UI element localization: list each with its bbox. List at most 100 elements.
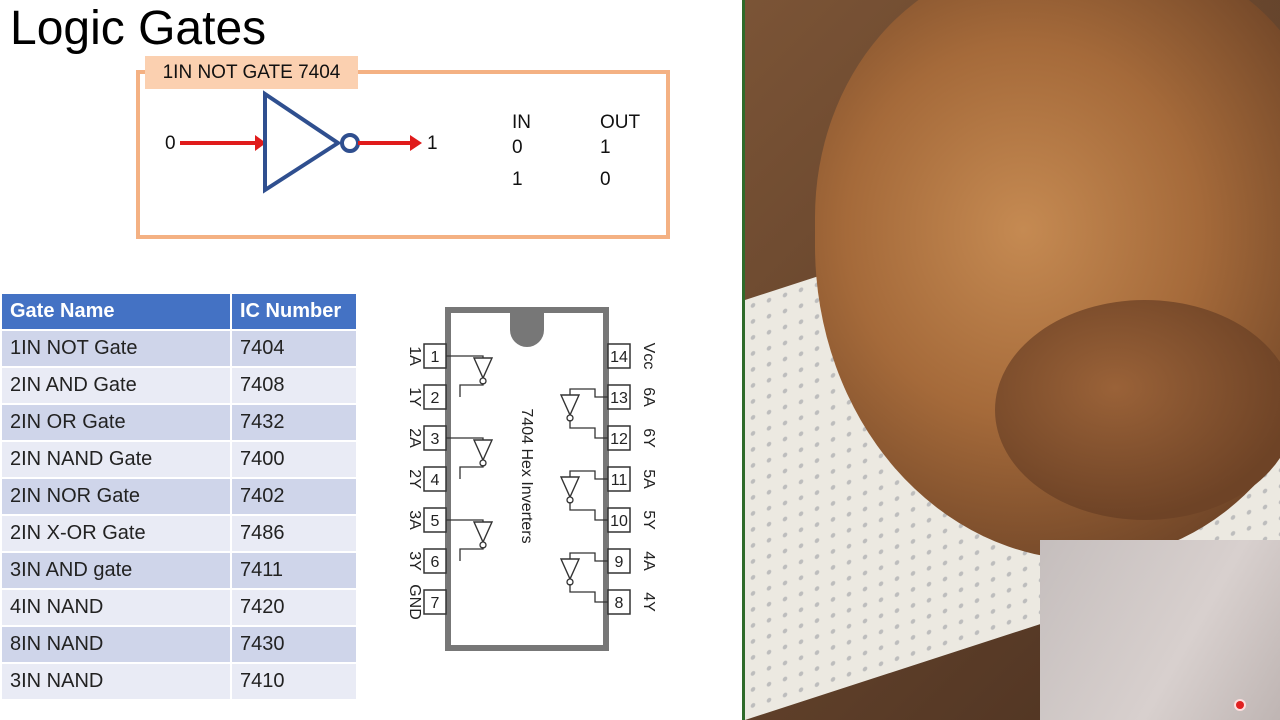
gate-name-cell: 2IN X-OR Gate [2,516,230,551]
ic-number-cell: 7410 [232,664,356,699]
pin-label: 6Y [640,428,657,448]
input-arrow-head [255,135,266,151]
pin-number: 12 [610,431,628,448]
pin-label: 2A [406,428,423,448]
gate-name-cell: 4IN NAND [2,590,230,625]
ic-number-cell: 7420 [232,590,356,625]
gate-name-cell: 1IN NOT Gate [2,331,230,366]
pin-number: 2 [431,390,440,407]
webcam-thumbnail [1040,540,1280,720]
pin-number: 10 [610,513,628,530]
pin-wire [459,547,484,561]
gate-name-cell: 2IN OR Gate [2,405,230,440]
gate-name-cell: 8IN NAND [2,627,230,662]
pin-wire [569,470,608,480]
panel-divider [742,0,745,720]
truth-row-2-in: 1 [512,169,523,190]
pin-label: 1A [406,346,423,366]
gate-output-value: 1 [427,133,438,154]
ic-number-cell: 7404 [232,331,356,366]
gate-input-value: 0 [165,133,176,154]
col-header-gate-name: Gate Name [2,294,230,329]
pin-label: 3A [406,510,423,530]
pin-box [423,589,447,615]
output-arrow-head [410,135,422,151]
pin-number: 4 [431,472,440,489]
pin-box [607,343,631,369]
pin-label: 4A [640,551,657,571]
truth-header-in: IN [512,112,531,133]
pin-wire [446,437,484,440]
ic-number-cell: 7400 [232,442,356,477]
ic-number-cell: 7408 [232,368,356,403]
pin-label: 1Y [406,387,423,407]
gate-name-cell: 2IN NAND Gate [2,442,230,477]
pin-number: 14 [610,349,628,366]
gate-name-cell: 2IN AND Gate [2,368,230,403]
not-gate-symbol [180,90,422,194]
pin-label: GND [406,584,423,620]
col-header-ic-number: IC Number [232,294,356,329]
record-indicator-icon [1236,701,1244,709]
slide-panel: Logic Gates 1IN NOT GATE 7404 0 1 IN OUT… [0,2,670,701]
pin-wire [459,383,484,397]
page-title: Logic Gates [10,2,267,55]
pin-label: 6A [640,387,657,407]
breadboard-hand-photo [745,0,1280,720]
not-gate-label: 1IN NOT GATE 7404 [145,56,358,89]
pin-wire [569,420,608,439]
pin-label: 5Y [640,510,657,530]
pin-number: 6 [431,554,440,571]
truth-header-out: OUT [600,112,641,133]
pin-wire [569,584,608,603]
pin-number: 13 [610,390,628,407]
gate-name-cell: 3IN AND gate [2,553,230,588]
pin-wire [446,519,484,522]
pin-wire [459,465,484,479]
ic-number-cell: 7432 [232,405,356,440]
pin-number: 3 [431,431,440,448]
table-header-row: Gate Name IC Number [2,294,356,329]
truth-row-1-in: 0 [512,137,523,158]
ic-number-cell: 7430 [232,627,356,662]
pin-box [423,384,447,410]
pin-number: 9 [615,554,624,571]
inverter-triangle [263,90,342,194]
pin-wire [569,502,608,521]
pin-number: 11 [611,472,628,489]
thumb [995,300,1280,520]
pin-number: 5 [431,513,440,530]
pin-label: 2Y [406,469,423,489]
ic-number-cell: 7402 [232,479,356,514]
truth-row-1-out: 1 [600,137,611,158]
pin-label: Vcc [640,343,657,370]
gate-name-cell: 3IN NAND [2,664,230,699]
truth-row-2-out: 0 [600,169,611,190]
pin-wire [569,552,608,562]
pin-label: 3Y [406,551,423,571]
pin-number: 8 [615,595,624,612]
chip-notch [510,312,544,347]
inverter-bubble [340,133,360,153]
ic-number-cell: 7486 [232,516,356,551]
pin-number: 1 [431,349,440,366]
pin-label: 5A [640,469,657,489]
chip-name-label: 7404 Hex Inverters [518,408,535,543]
pin-number: 7 [431,595,440,612]
pin-wire [569,388,608,398]
gate-name-cell: 2IN NOR Gate [2,479,230,514]
pin-box [423,466,447,492]
pin-box [423,548,447,574]
pin-label: 4Y [640,592,657,612]
ic-number-cell: 7411 [232,553,356,588]
